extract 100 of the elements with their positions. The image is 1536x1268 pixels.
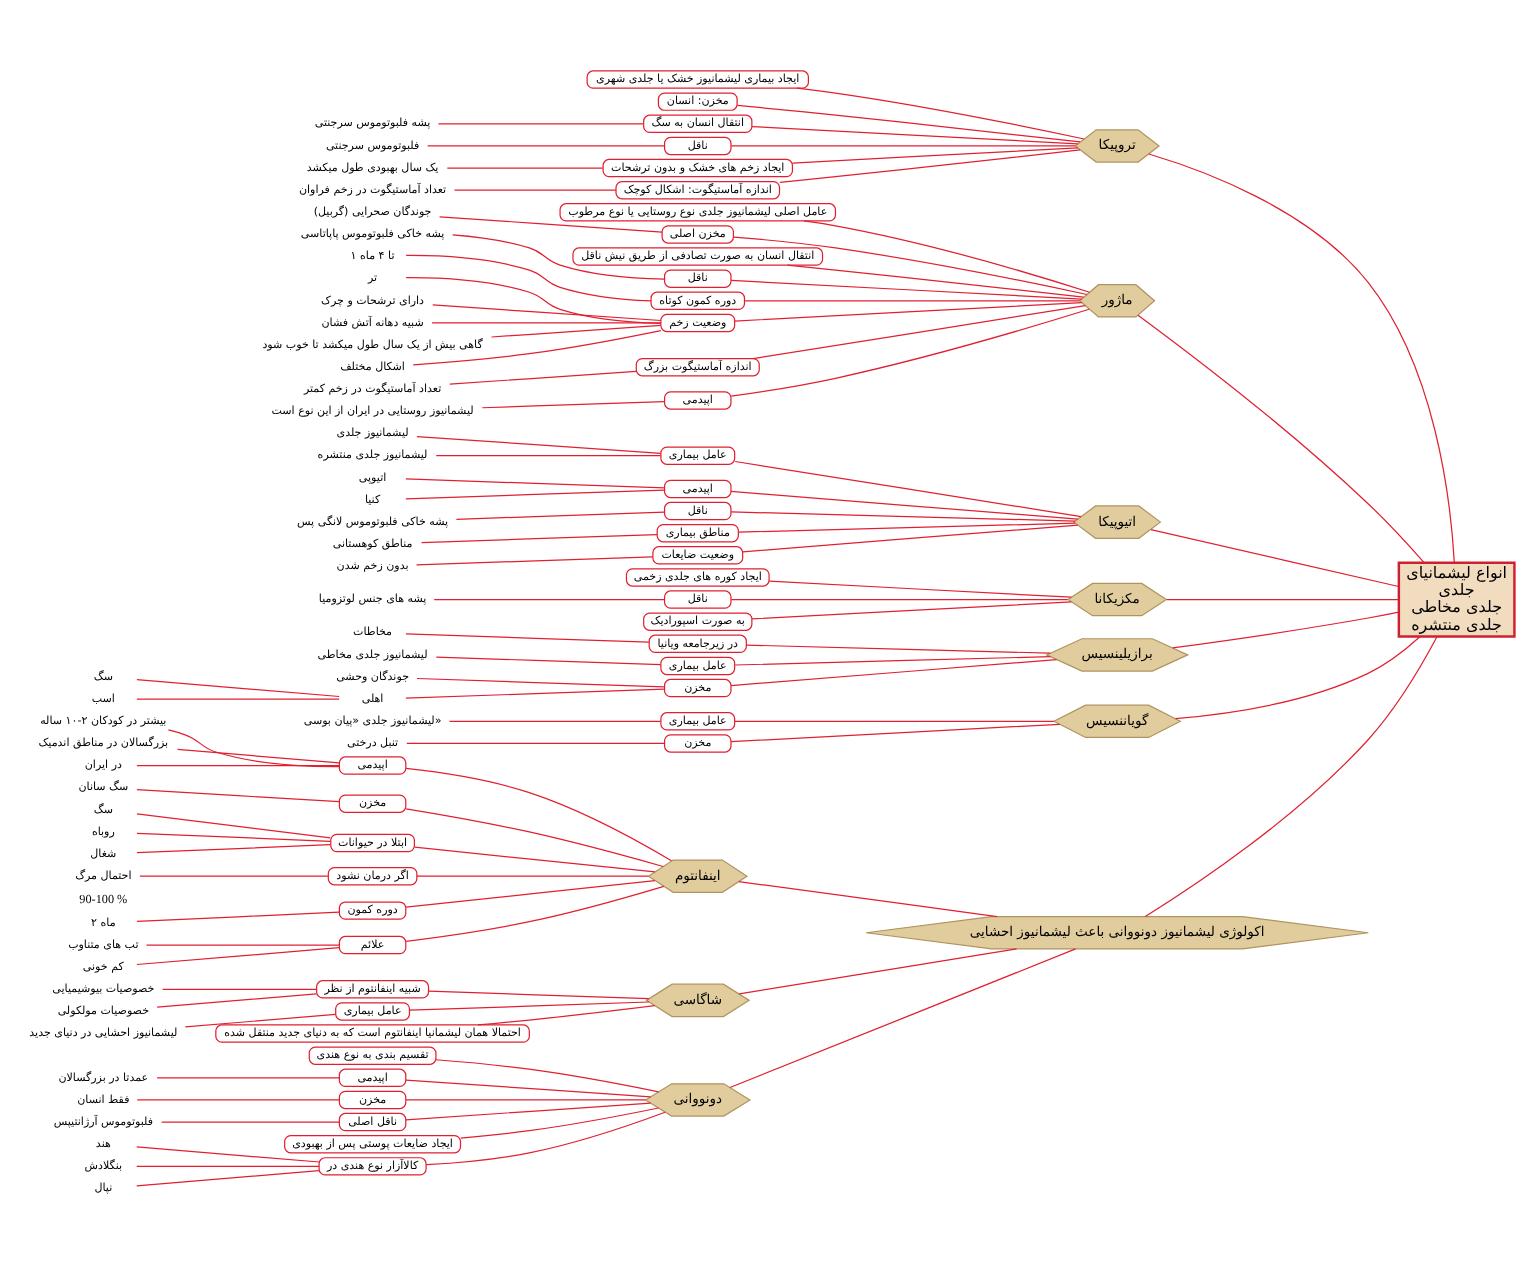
connector — [156, 993, 317, 1008]
connector — [460, 1107, 660, 1139]
connector — [435, 455, 662, 457]
connector — [416, 875, 650, 877]
connector — [477, 1005, 656, 1026]
connector — [490, 324, 662, 338]
connector — [768, 580, 1072, 598]
connector — [1174, 635, 1421, 720]
connector — [1150, 529, 1400, 588]
connector — [405, 254, 652, 302]
connector — [431, 322, 662, 324]
connector — [786, 264, 1085, 298]
connector — [751, 126, 1079, 145]
connector — [428, 990, 650, 1000]
connector — [435, 1059, 660, 1093]
connector — [416, 435, 662, 454]
connector — [1148, 153, 1455, 564]
connector — [730, 308, 1090, 397]
connector — [136, 1146, 320, 1163]
connector — [427, 145, 666, 147]
connector — [414, 846, 656, 873]
connector — [184, 1013, 336, 1028]
connector — [451, 234, 665, 280]
connector — [734, 720, 1055, 722]
connector — [405, 808, 664, 868]
connector — [803, 220, 1091, 293]
connector — [139, 875, 329, 877]
connector — [156, 1077, 340, 1079]
connector — [738, 522, 1076, 533]
connector — [446, 167, 604, 169]
connector — [730, 490, 1079, 520]
connector — [405, 688, 666, 699]
connector — [791, 147, 1079, 164]
connector — [743, 300, 1081, 302]
connector — [136, 679, 340, 698]
connector — [730, 145, 1076, 147]
connector — [405, 276, 661, 324]
connector — [730, 723, 1061, 743]
connector — [145, 944, 340, 946]
connector — [796, 87, 1085, 140]
connector — [1137, 314, 1425, 563]
connector — [136, 1099, 340, 1101]
connector — [136, 1170, 320, 1187]
connector — [136, 947, 340, 966]
connector — [433, 598, 666, 601]
connector — [405, 880, 656, 908]
connector — [161, 1121, 340, 1123]
connector — [415, 556, 654, 566]
connector — [730, 279, 1083, 300]
connector — [448, 720, 662, 722]
connector — [734, 656, 1051, 666]
connector — [733, 236, 1088, 296]
connector — [136, 911, 340, 923]
connector — [420, 533, 658, 544]
connector — [405, 885, 665, 942]
connector — [734, 460, 1082, 518]
connector — [416, 677, 666, 688]
connector — [779, 149, 1081, 183]
connector — [453, 189, 617, 191]
connector — [449, 370, 637, 385]
connector — [136, 789, 340, 803]
connector — [730, 511, 1076, 522]
connector — [746, 644, 1051, 654]
connector — [742, 524, 1079, 553]
connector — [729, 948, 1077, 1089]
connector — [136, 832, 331, 842]
connector — [406, 742, 666, 745]
connector — [136, 764, 340, 767]
connector — [136, 844, 331, 854]
connector — [405, 489, 666, 500]
connector — [405, 478, 666, 489]
connector — [1144, 635, 1438, 918]
connector — [738, 881, 998, 918]
connector — [435, 656, 662, 666]
connector — [405, 767, 673, 862]
connector — [177, 748, 340, 764]
connector — [1172, 611, 1400, 649]
connector — [1166, 598, 1400, 601]
connector — [405, 1102, 652, 1121]
connector — [736, 104, 1081, 143]
connector — [409, 1001, 650, 1011]
connector — [734, 302, 1083, 322]
connector — [752, 305, 1086, 360]
connector — [439, 216, 663, 233]
connector — [412, 329, 662, 366]
connector — [136, 813, 331, 839]
connector — [136, 698, 340, 700]
connector — [437, 123, 645, 125]
connector — [167, 729, 340, 768]
connector — [425, 1111, 666, 1166]
connector — [405, 633, 650, 643]
connector — [162, 988, 317, 990]
connector — [432, 304, 662, 322]
connector — [405, 1099, 647, 1101]
connector — [751, 601, 1072, 620]
connector — [405, 1079, 652, 1098]
connector — [481, 400, 666, 409]
connector — [730, 598, 1069, 601]
connector — [455, 511, 666, 520]
connector — [730, 659, 1058, 687]
